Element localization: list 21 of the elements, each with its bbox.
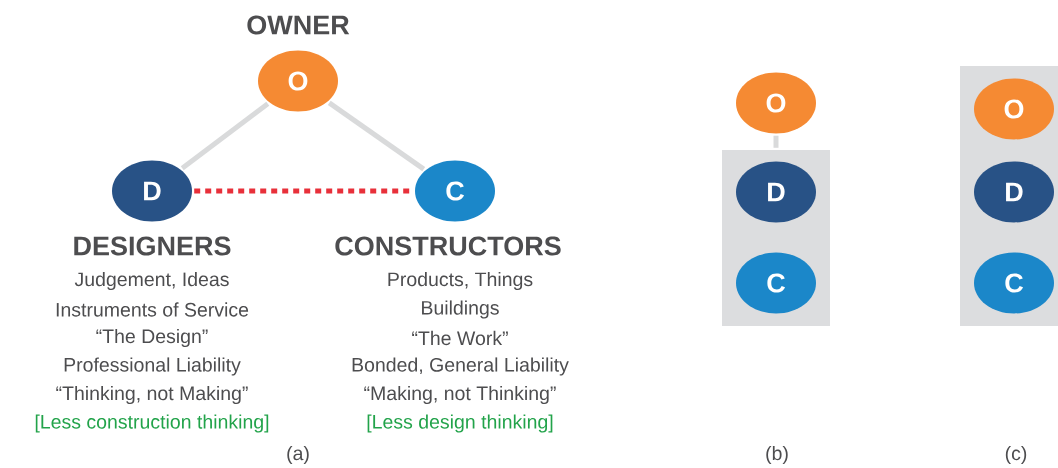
connector-line [327, 100, 426, 172]
attribute-text: Buildings [422, 300, 499, 319]
connector-line [773, 135, 779, 148]
note-text: [Less construction thinking] [35, 414, 269, 433]
panel-label: (c) [1005, 445, 1027, 465]
note-text: [Less design thinking] [367, 414, 553, 433]
attribute-text: Professional Liability [64, 357, 241, 376]
role-heading: DESIGNERS [74, 236, 231, 256]
attribute-text: “Making, not Thinking” [364, 385, 556, 405]
panel-label: (b) [766, 445, 788, 465]
connector-line [180, 101, 270, 171]
attribute-text: Products, Things [388, 271, 533, 291]
panel-label: (a) [287, 445, 309, 465]
attribute-text: Judgement, Ideas [74, 271, 229, 291]
role-heading: OWNER [247, 15, 350, 35]
attribute-text: Instruments of Service [56, 302, 249, 317]
attribute-text: “The Design” [96, 328, 208, 348]
attribute-text: “Thinking, not Making” [56, 385, 248, 405]
attribute-text: “The Work” [412, 330, 508, 346]
role-heading: CONSTRUCTORS [335, 236, 561, 256]
attribute-text: Bonded, General Liability [352, 357, 569, 376]
